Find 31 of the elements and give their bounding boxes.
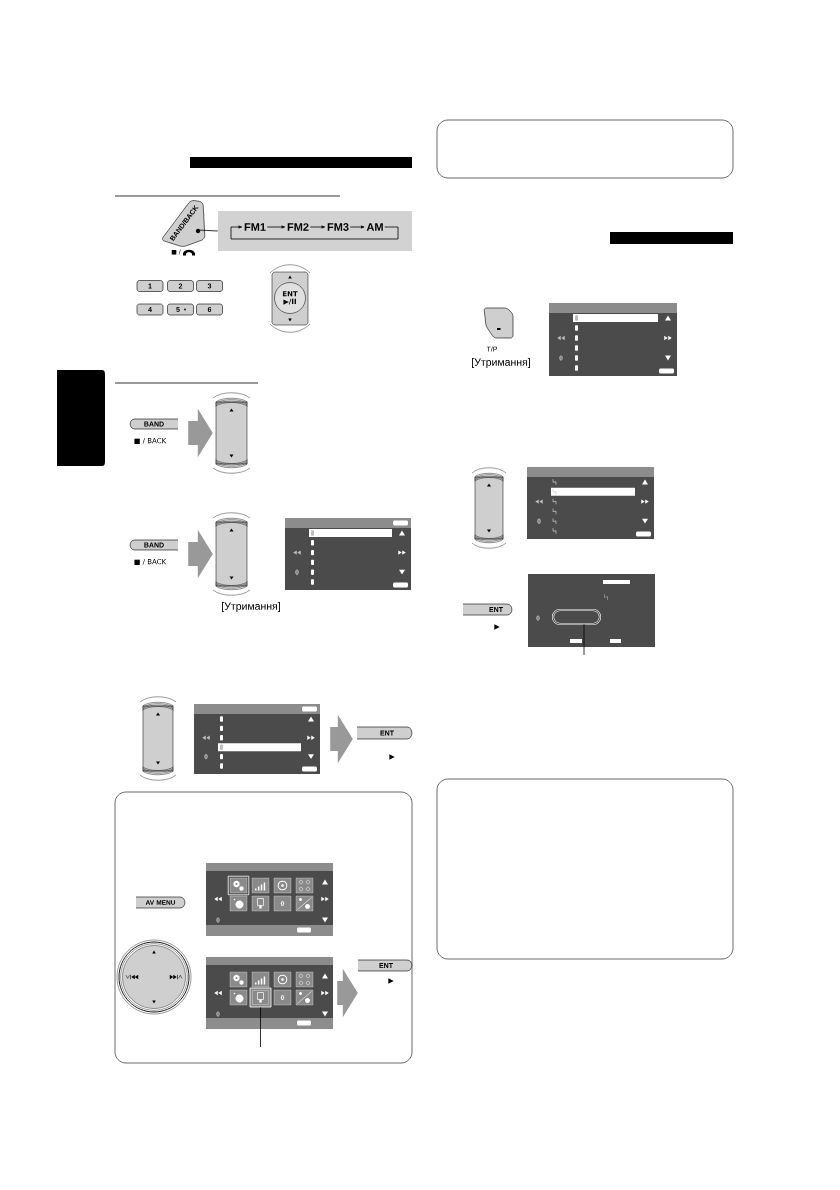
connector-line <box>197 229 219 232</box>
screen-drawing <box>194 704 320 774</box>
leader-line <box>583 623 585 656</box>
band-name: FM2 <box>287 223 309 231</box>
rounded-frame <box>114 791 413 1064</box>
tp-key <box>483 307 514 339</box>
screen-drawing <box>528 574 655 647</box>
scroll-wheel <box>212 512 251 596</box>
input-field <box>551 608 602 626</box>
arrow <box>309 225 326 229</box>
screen-drawing <box>206 863 333 936</box>
band-name: FM3 <box>327 223 349 231</box>
arrow <box>266 225 286 229</box>
screen-drawing <box>549 303 677 376</box>
band-name: AM <box>366 223 383 231</box>
arrow <box>349 225 365 229</box>
selected-menu-icon <box>249 987 272 1008</box>
scroll-wheel <box>212 392 251 474</box>
scroll-wheel <box>139 696 177 781</box>
band-name: FM1 <box>244 223 266 231</box>
leader-line <box>260 1007 261 1048</box>
screen-drawing <box>285 518 411 590</box>
hold-caption: [Утримання] <box>222 602 280 612</box>
side-tab <box>57 370 105 466</box>
band-panel <box>218 211 412 251</box>
control-dial <box>116 939 192 1015</box>
loop-arrow <box>230 225 399 240</box>
screen-drawing <box>206 957 333 1029</box>
screen-drawing <box>527 467 654 539</box>
scroll-wheel <box>471 467 507 549</box>
hold-caption: [Утримання] <box>472 358 530 368</box>
